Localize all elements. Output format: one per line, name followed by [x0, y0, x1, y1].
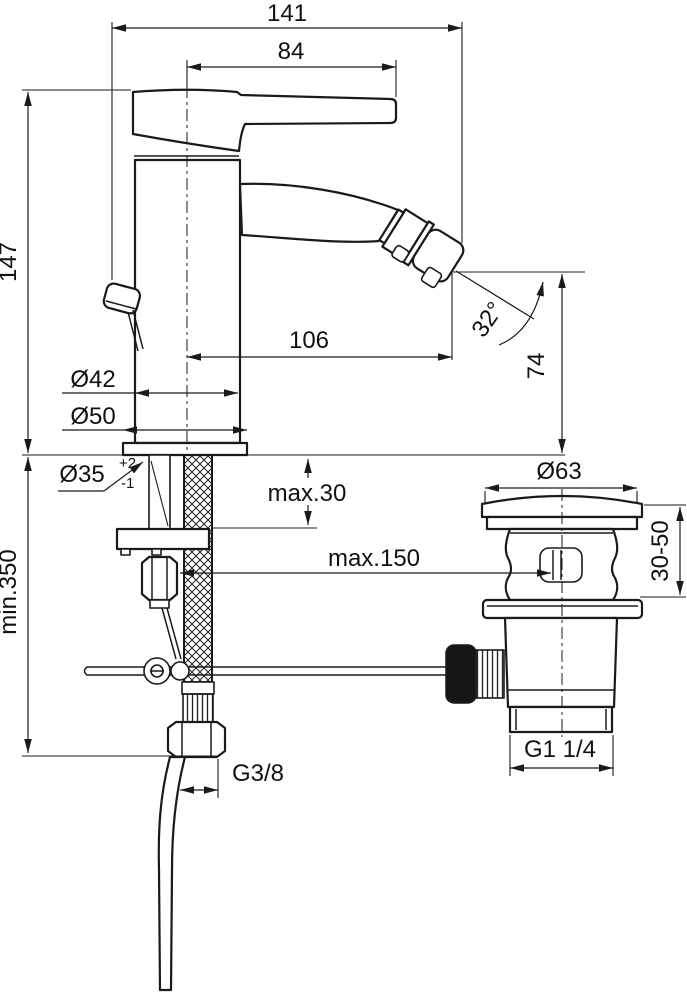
dim-outlet-height: 74 [453, 271, 585, 453]
dim-max30-label: max.30 [268, 480, 347, 507]
dim-overall-projection: 141 [111, 0, 463, 280]
dim-74-label: 74 [523, 353, 550, 380]
dim-min350-label: min.350 [0, 549, 22, 634]
dim-spout-projection: 106 [187, 272, 453, 361]
faucet-spout [238, 182, 400, 243]
mounting-bracket [115, 527, 211, 551]
dim-147-label: 147 [0, 242, 22, 282]
spray-head [378, 208, 465, 289]
base-plate [121, 441, 249, 457]
dim-d50-label: Ø50 [70, 403, 115, 430]
dim-d42-label: Ø42 [70, 366, 115, 393]
dim-supply-connection: G3/8 [180, 759, 284, 798]
hose-nut [166, 720, 227, 759]
dim-d35-label: Ø35 [59, 461, 104, 488]
dim-max150-label: max.150 [328, 545, 420, 572]
dim-waste-thread: G1 1/4 [509, 735, 614, 776]
pop-up-knob [102, 282, 142, 315]
dim-g38-label: G3/8 [232, 760, 284, 787]
dim-base-diameter: Ø50 [62, 403, 247, 434]
supply-hose [183, 454, 213, 683]
faucet [102, 88, 465, 457]
dim-body-diameter: Ø42 [62, 366, 238, 397]
dim-max-deck-thickness: max.30 [213, 459, 347, 529]
dim-84-label: 84 [278, 38, 305, 65]
pop-up-rod [83, 657, 446, 685]
below-deck-assembly [83, 454, 446, 992]
dim-height: 147 [0, 89, 131, 453]
dim-106-label: 106 [289, 327, 329, 354]
waste-tailpiece [508, 705, 614, 734]
faucet-handle [131, 88, 398, 153]
dim-d63-label: Ø63 [536, 458, 581, 485]
dim-handle-projection: 84 [186, 38, 397, 97]
dim-141-label: 141 [267, 0, 307, 27]
dim-clamping-range: 30-50 [640, 504, 686, 598]
dim-min-hose-length: min.350 [0, 457, 218, 757]
rod-joint-knob [445, 644, 477, 704]
dim-max-rod-reach: max.150 [180, 545, 551, 577]
mounting-nut [140, 555, 179, 602]
dimensions: 141 84 147 min.350 106 [0, 0, 686, 798]
dim-32deg-label: 32° [466, 297, 509, 342]
waste-assembly [445, 494, 644, 734]
rod-joint-collar [475, 649, 505, 699]
dim-d35-tol-minus: -1 [121, 475, 134, 492]
dim-waste-flange-diameter: Ø63 [484, 458, 638, 503]
hose-knurl [182, 693, 214, 723]
dim-3050-label: 30-50 [647, 520, 674, 581]
dim-g114-label: G1 1/4 [524, 736, 596, 763]
waste-lower-body [503, 616, 619, 709]
dim-spout-angle: 32° [455, 270, 544, 346]
copper-pipe [157, 755, 187, 992]
dim-hole-diameter: Ø35 +2 -1 [58, 455, 144, 492]
